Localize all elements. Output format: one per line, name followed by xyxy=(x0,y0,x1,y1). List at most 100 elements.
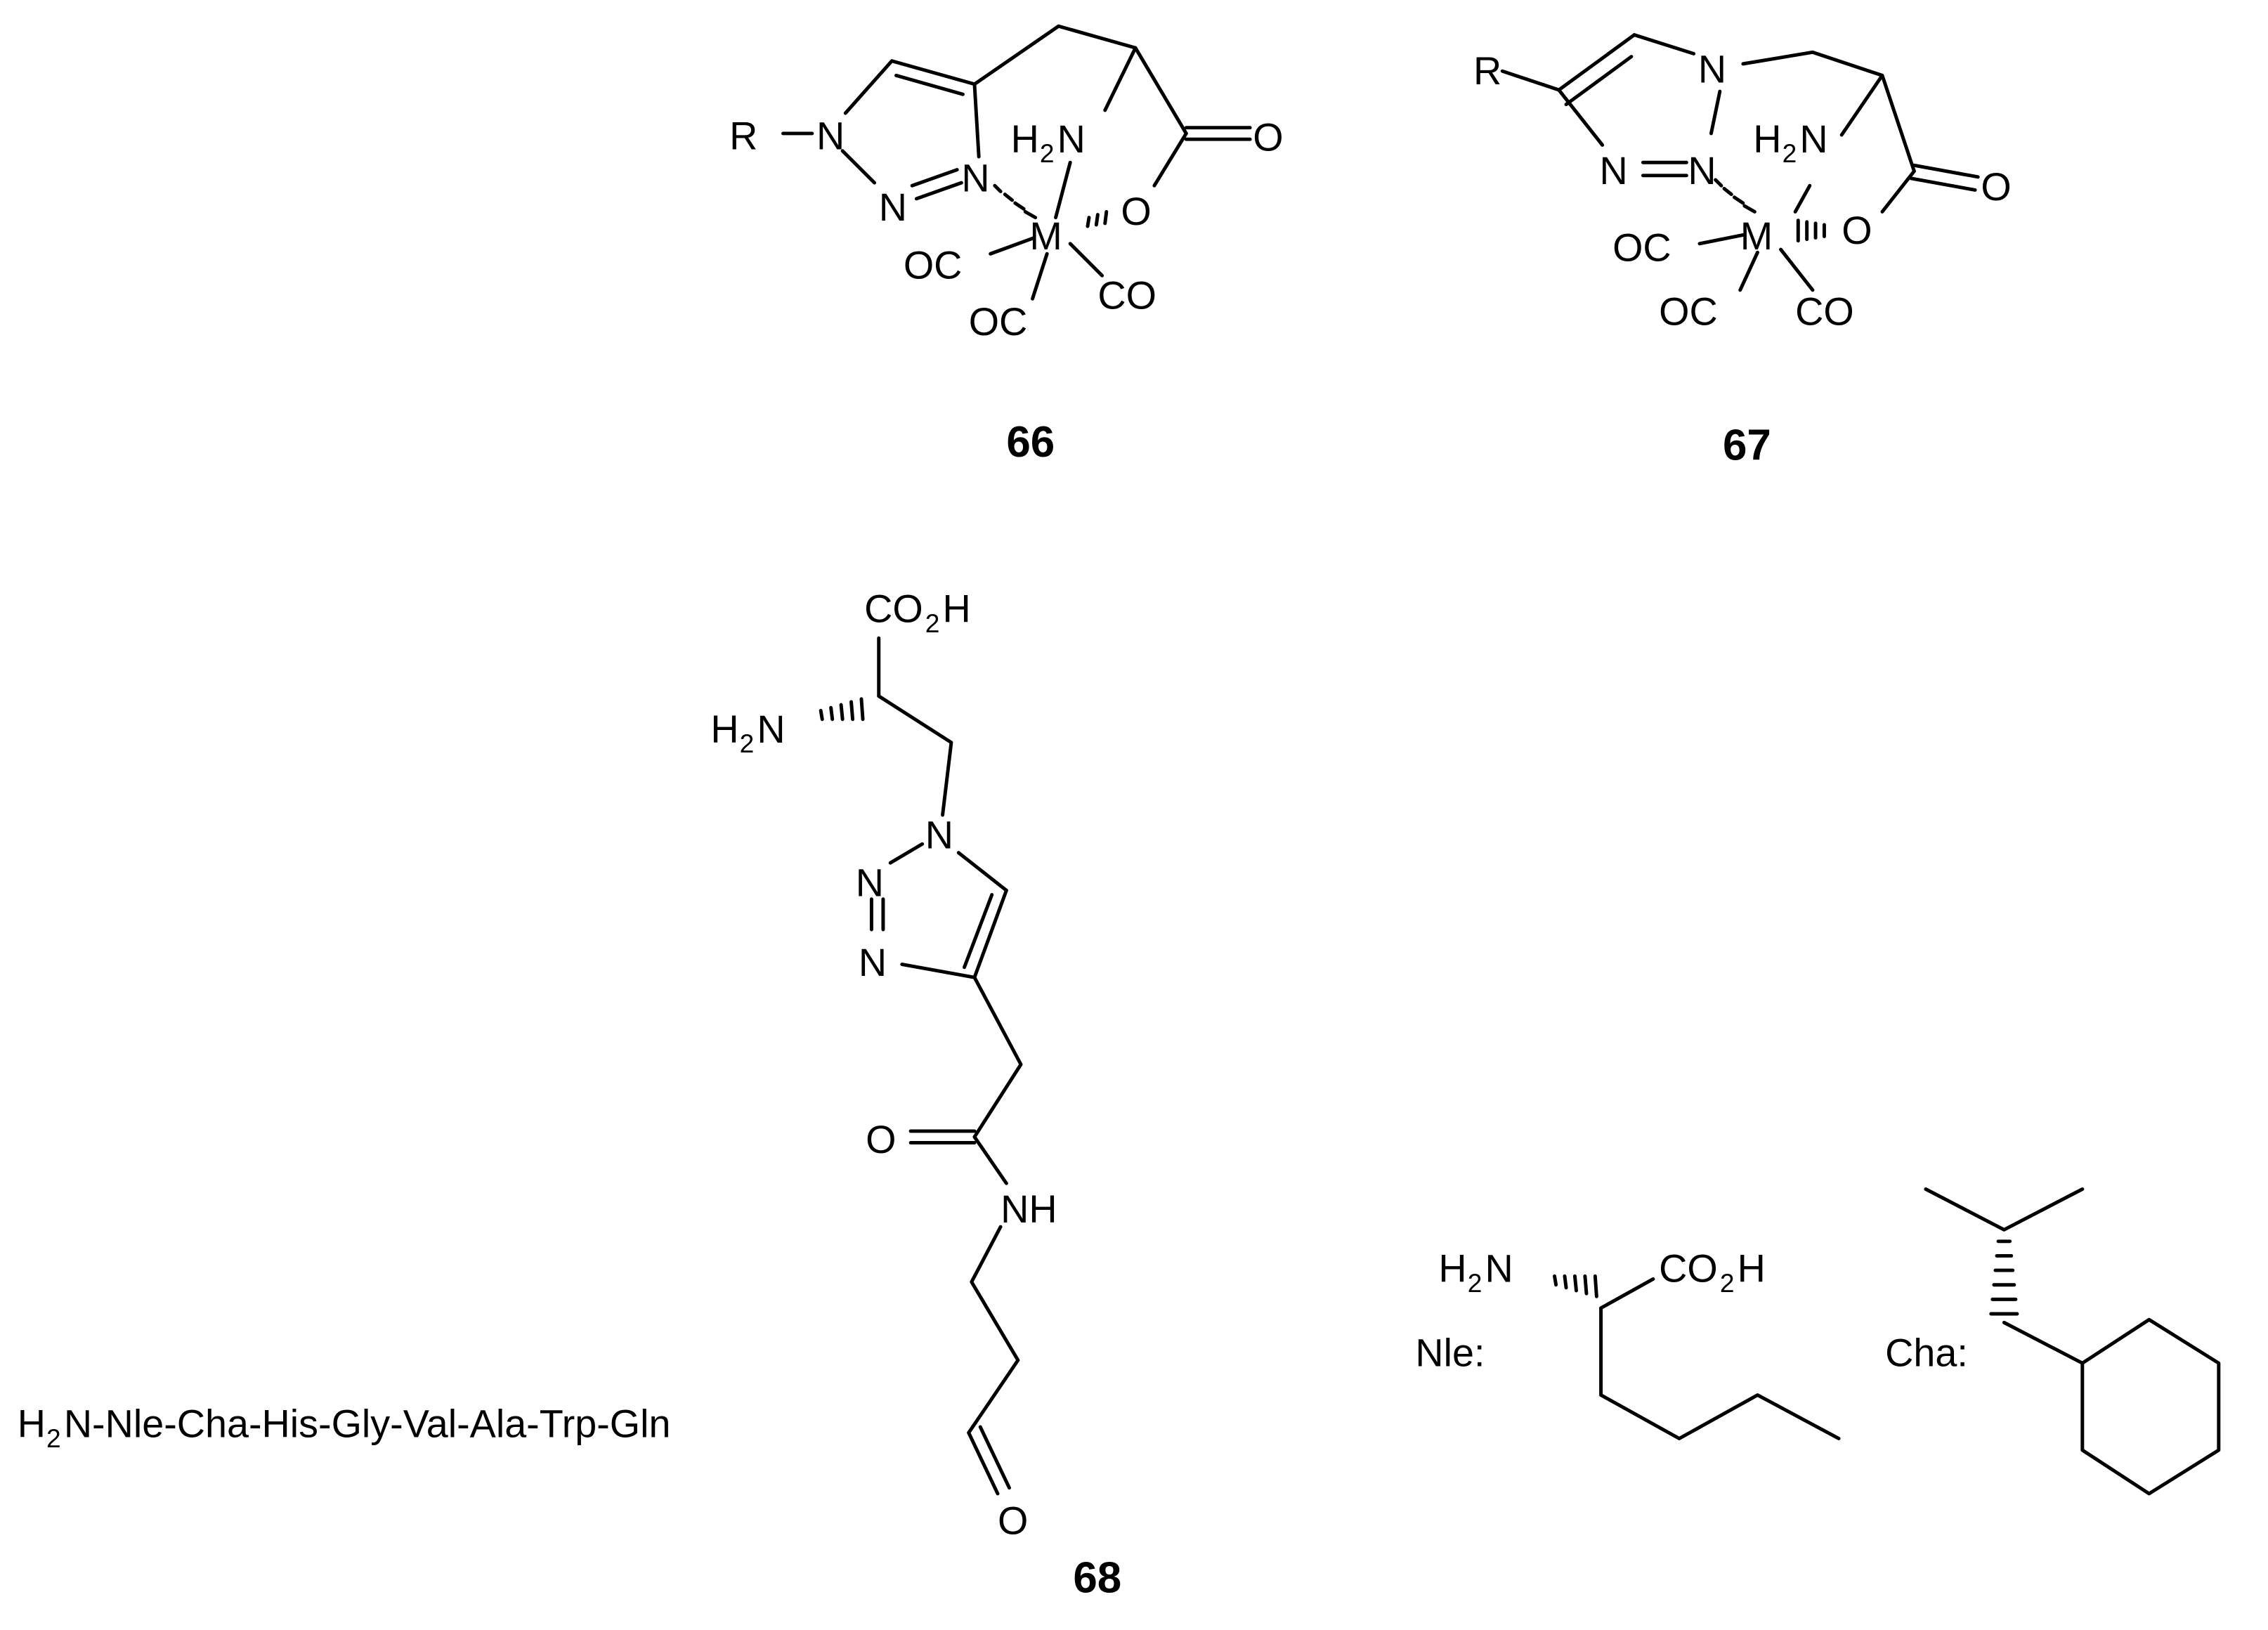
bond-n1-c5 xyxy=(843,59,894,115)
label-66: 66 xyxy=(1006,418,1055,467)
bond-m-co-right xyxy=(1068,242,1104,278)
nle-label: Nle: xyxy=(1415,1331,1485,1374)
cha-structure: Cha: xyxy=(1885,1187,2221,1496)
bond-m-oc-left xyxy=(989,236,1036,256)
bond-m-oc-left xyxy=(1697,233,1745,246)
cyclohexyl-ring xyxy=(2080,1317,2221,1496)
metal-m: M xyxy=(1740,214,1773,258)
label-68: 68 xyxy=(1073,1553,1121,1602)
nle-nh2-h: H xyxy=(1438,1247,1466,1291)
h2n-n: N xyxy=(1799,117,1827,161)
h2n-n: N xyxy=(1057,117,1086,161)
bond-c5-c4 xyxy=(972,888,1008,979)
cooh-co: CO xyxy=(864,587,923,630)
bond-c4-ch2-co xyxy=(972,975,1023,1139)
nh2-n: N xyxy=(757,708,785,751)
bond-c4-n3 xyxy=(972,82,981,159)
nh2-h: H xyxy=(710,708,738,751)
n3-label: N xyxy=(961,157,989,200)
n3-label: N xyxy=(859,941,887,984)
bond-m-oc-bottom xyxy=(1738,250,1759,292)
bond-n2-n3 xyxy=(910,168,959,188)
bond-c5-c4 xyxy=(889,59,977,86)
ester-o: O xyxy=(1842,209,1872,252)
bond-co-nh xyxy=(972,1135,1008,1185)
hashed-bond-m-o xyxy=(1796,219,1826,243)
hashed-bond-n-m xyxy=(1714,178,1757,214)
bond-gln-co xyxy=(967,1430,1000,1496)
bond-ca-ch2-n xyxy=(877,694,953,817)
bond-r-c4 xyxy=(1500,69,1561,92)
compound-68: CO 2 H H 2 N N N N O NH O H 2 N-Nle-Cha-… xyxy=(18,587,1121,1602)
bond-ca-cooh xyxy=(1880,73,1916,174)
bond-c5-c4-double xyxy=(894,73,965,96)
bond-c-o-single xyxy=(1152,131,1188,188)
nle-nh2-sub: 2 xyxy=(1468,1268,1482,1298)
bond-c4-c5-double xyxy=(1564,55,1634,107)
carbonyl-o: O xyxy=(1253,116,1283,159)
metal-m: M xyxy=(1029,214,1062,258)
n2-label: N xyxy=(879,185,907,229)
bond-c5-c4-double xyxy=(963,893,994,970)
amide-o: O xyxy=(866,1118,896,1161)
bond-chain xyxy=(972,24,1138,112)
bond-n-m xyxy=(1793,183,1812,214)
n1-label: N xyxy=(816,115,845,158)
bond-isopropyl xyxy=(1924,1187,2085,1232)
cooh-h: H xyxy=(943,587,971,630)
hashed-bond-m-o xyxy=(1086,209,1109,228)
oc-bottom: OC xyxy=(1659,289,1718,333)
nh-label: NH xyxy=(1001,1187,1057,1231)
nle-nh2-n: N xyxy=(1485,1247,1513,1291)
hashed-bond-nle-nh2 xyxy=(1553,1274,1598,1298)
bond-n1-n2 xyxy=(840,149,877,185)
bond-c-o-double xyxy=(1909,176,1977,192)
h2n-sub: 2 xyxy=(1783,138,1797,168)
co-right: CO xyxy=(1795,289,1854,333)
bond-c4-n3 xyxy=(900,963,977,979)
label-67: 67 xyxy=(1723,421,1771,469)
nle-cooh-sub: 2 xyxy=(1720,1268,1735,1298)
carbonyl-o: O xyxy=(1981,165,2011,209)
bond-ca-cooh xyxy=(1133,46,1188,136)
bond-c4-n3 xyxy=(1557,88,1605,147)
bond-n2-n3-double xyxy=(914,181,963,201)
r-label: R xyxy=(1473,49,1501,93)
bond-n1-n2 xyxy=(1709,89,1722,136)
bond-chain xyxy=(1741,50,1884,137)
bond-c5-n1 xyxy=(1632,33,1696,56)
ester-o: O xyxy=(1121,190,1151,233)
bond-c-o xyxy=(1912,163,1980,179)
cha-label: Cha: xyxy=(1885,1331,1968,1374)
peptide-sequence: N-Nle-Cha-His-Gly-Val-Ala-Trp-Gln xyxy=(64,1402,671,1445)
nle-structure: H 2 N CO 2 H Nle: xyxy=(1415,1247,1841,1440)
r-label: R xyxy=(729,115,757,158)
bond-m-co-right xyxy=(1779,247,1815,292)
compound-66: R N N N H 2 N O O M OC OC CO 66 xyxy=(729,24,1284,467)
bond-n1-c5 xyxy=(956,851,1008,892)
compound-67: R N N N H 2 N O O M OC OC CO 67 xyxy=(1473,33,2012,469)
nh2-sub: 2 xyxy=(740,729,755,758)
gln-o: O xyxy=(998,1499,1028,1543)
peptide-h: H xyxy=(18,1402,46,1445)
nle-cooh-co: CO xyxy=(1659,1247,1718,1291)
bond-m-oc-bottom xyxy=(1031,252,1049,301)
n1-label: N xyxy=(925,813,953,856)
n2-label: N xyxy=(1688,149,1716,193)
co-right: CO xyxy=(1097,274,1156,318)
bond-nh-chain xyxy=(967,1225,1020,1435)
oc-left: OC xyxy=(1612,226,1671,270)
cooh-sub: 2 xyxy=(925,608,940,638)
bond-c-o-single xyxy=(1880,169,1916,214)
bond-n1-n2 xyxy=(888,842,925,865)
h2n-h: H xyxy=(1011,117,1039,161)
hashed-bond-cha-up xyxy=(1989,1239,2019,1316)
hashed-bond-ca-nh2 xyxy=(819,697,865,722)
n1-label: N xyxy=(1698,48,1726,91)
oc-left: OC xyxy=(904,243,963,287)
bond-gln-co-double xyxy=(978,1425,1011,1490)
hashed-bond-n-m xyxy=(993,183,1038,220)
n3-label: N xyxy=(1600,149,1628,193)
